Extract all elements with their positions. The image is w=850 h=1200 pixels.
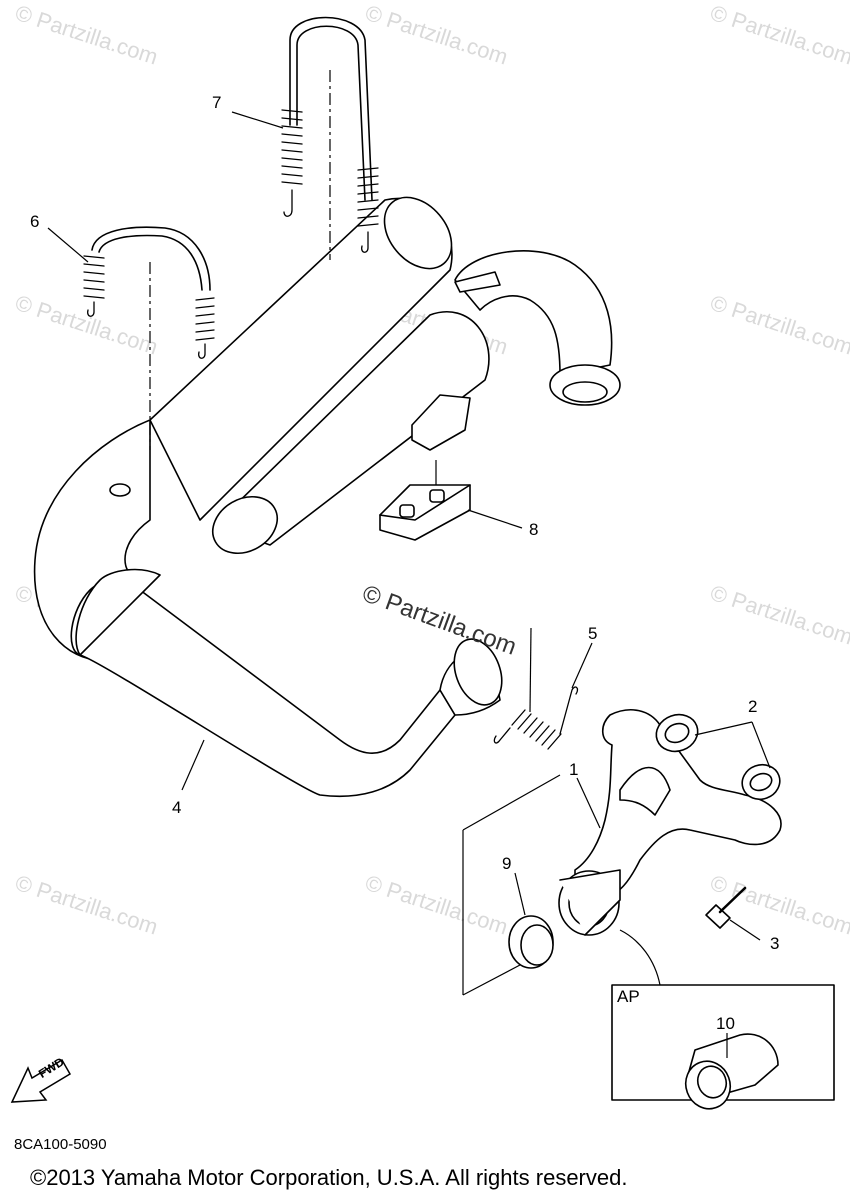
leader-lines — [47, 111, 771, 1058]
callout-7: 7 — [212, 93, 222, 112]
callout-8: 8 — [529, 520, 539, 539]
callout-9: 9 — [502, 854, 512, 873]
callout-3: 3 — [770, 934, 780, 953]
hanger-6 — [91, 226, 211, 291]
callout-1: 1 — [569, 760, 579, 779]
spring-7a — [281, 109, 303, 217]
guide-lines — [149, 70, 331, 450]
spring-6a — [83, 255, 105, 317]
exhaust-manifold-1 — [558, 709, 782, 936]
rear-muffler-part — [149, 196, 453, 521]
front-muffler-part — [212, 311, 490, 555]
callout-6: 6 — [30, 212, 40, 231]
callout-2: 2 — [748, 697, 758, 716]
spring-7b — [357, 167, 379, 253]
gasket-2a — [655, 713, 699, 753]
hanger-7 — [289, 16, 373, 201]
spring-5 — [493, 686, 579, 750]
callout-10: 10 — [716, 1014, 735, 1033]
bolt-3 — [705, 886, 747, 929]
gasket-2b — [741, 763, 781, 801]
callout-4: 4 — [172, 798, 182, 817]
outlet-pipe — [454, 250, 621, 406]
adapter-10 — [684, 1033, 779, 1110]
copyright-notice: ©2013 Yamaha Motor Corporation, U.S.A. A… — [30, 1165, 628, 1190]
spring-6b — [195, 297, 215, 359]
inset-ap-label: AP — [617, 987, 640, 1006]
callout-5: 5 — [588, 624, 598, 643]
fwd-arrow-icon — [10, 1058, 72, 1103]
diagram-code: 8CA100-5090 — [14, 1136, 107, 1153]
bracket-8 — [379, 484, 471, 541]
exhaust-pipe-4 — [33, 419, 503, 798]
gasket-9 — [508, 915, 554, 969]
